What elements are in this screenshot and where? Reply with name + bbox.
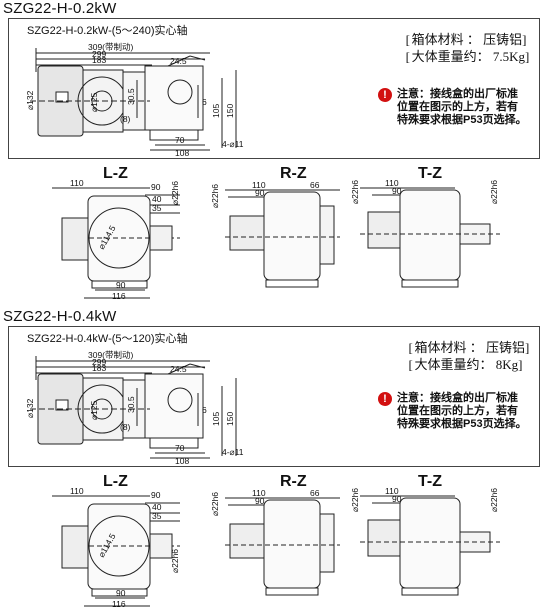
dim-24-5: 24.5 xyxy=(170,364,187,374)
dim-lz-116: 116 xyxy=(112,599,126,609)
section-title: SZG22-H-0.4kW xyxy=(3,308,117,325)
dim-lz-110: 110 xyxy=(70,178,84,188)
dim-6: 6 xyxy=(202,97,207,107)
dim-tz-phi22a: ⌀22h6 xyxy=(350,488,360,512)
dim-lz-90b: 90 xyxy=(116,280,126,290)
dim-phi125: ⌀125 xyxy=(89,92,99,112)
dim-108: 108 xyxy=(175,148,189,158)
side-view-drawing: 309(带制动) 299 183 24.5 ⌀132 ⌀125 30.5 6 1… xyxy=(25,42,500,301)
note-box: ! 注意：接线盒的出厂标准位置在图示的上方，若有特殊要求根据P53页选择。 xyxy=(378,392,527,431)
warning-icon: ! xyxy=(378,88,392,102)
side-view-drawing: 309(带制动) 299 183 24.5 ⌀132 ⌀125 30.5 6 1… xyxy=(25,350,500,609)
dim-8: (8) xyxy=(120,114,131,124)
panel-label: SZG22-H-0.2kW-(5～240)实心轴 xyxy=(27,25,188,37)
dim-tz-90: 90 xyxy=(392,494,402,504)
dim-tz-110: 110 xyxy=(385,178,399,188)
dim-8: (8) xyxy=(120,422,131,432)
dim-tz-phi22a: ⌀22h6 xyxy=(350,180,360,204)
dim-105: 105 xyxy=(211,104,221,118)
dim-24-5: 24.5 xyxy=(170,56,187,66)
dim-30-5: 30.5 xyxy=(126,396,136,413)
dim-108: 108 xyxy=(175,456,189,466)
dim-tz-phi22b: ⌀22h6 xyxy=(489,488,499,512)
dim-lz-110: 110 xyxy=(70,486,84,496)
dim-299: 299 xyxy=(92,357,106,367)
dim-105: 105 xyxy=(211,412,221,426)
panel-label: SZG22-H-0.4kW-(5～120)实心轴 xyxy=(27,333,188,345)
dim-lz-phi22: ⌀22h6 xyxy=(170,549,180,573)
dim-rz-66: 66 xyxy=(310,180,320,190)
dim-rz-phi22: ⌀22h6 xyxy=(210,184,220,208)
section-title: SZG22-H-0.2kW xyxy=(3,0,117,17)
dim-309: 309(带制动) xyxy=(88,42,134,52)
dim-70: 70 xyxy=(175,443,185,453)
dim-tz-90: 90 xyxy=(392,186,402,196)
dim-6: 6 xyxy=(202,405,207,415)
dim-lz-35: 35 xyxy=(152,203,162,213)
dim-rz-phi22: ⌀22h6 xyxy=(210,492,220,516)
dim-183: 183 xyxy=(92,55,106,65)
dim-rz-110: 110 xyxy=(252,180,266,190)
spec-material: 箱体材料 ： 压铸铝 xyxy=(414,340,525,355)
dim-30-5: 30.5 xyxy=(126,88,136,105)
spec-weight: 大体重量约： 8Kg xyxy=(414,357,519,372)
dim-tz-phi22b: ⌀22h6 xyxy=(489,180,499,204)
dim-70: 70 xyxy=(175,135,185,145)
dim-lz-40: 40 xyxy=(152,502,162,512)
dim-lz-40: 40 xyxy=(152,194,162,204)
spec-weight: 大体重量约： 7.5Kg xyxy=(411,49,525,64)
dim-lz-90: 90 xyxy=(151,182,161,192)
dim-tz-110: 110 xyxy=(385,486,399,496)
note-box: ! 注意：接线盒的出厂标准位置在图示的上方，若有特殊要求根据P53页选择。 xyxy=(378,88,527,127)
dim-rz-90: 90 xyxy=(255,188,265,198)
spec-box: [箱体材料 ： 压铸铝] [大体重量约： 7.5Kg] xyxy=(405,32,530,64)
dim-lz-116: 116 xyxy=(112,291,126,301)
dim-rz-66: 66 xyxy=(310,488,320,498)
view-label-rz: R-Z xyxy=(280,165,307,182)
section-0-2kw: SZG22-H-0.2kW SZG22-H-0.2kW-(5～240)实心轴 [… xyxy=(0,0,548,305)
spec-box: [箱体材料 ： 压铸铝] [大体重量约： 8Kg] xyxy=(408,340,530,372)
dim-4-phi11: 4-⌀11 xyxy=(222,139,244,149)
dim-phi132: ⌀132 xyxy=(25,398,35,418)
view-label-tz: T-Z xyxy=(418,165,442,182)
note-text: 注意：接线盒的出厂标准位置在图示的上方，若有特殊要求根据P53页选择。 xyxy=(397,392,527,430)
dim-299: 299 xyxy=(92,49,106,59)
dim-150: 150 xyxy=(225,104,235,118)
view-label-tz: T-Z xyxy=(418,473,442,490)
dim-rz-110: 110 xyxy=(252,488,266,498)
dim-lz-35: 35 xyxy=(152,511,162,521)
dim-phi132: ⌀132 xyxy=(25,90,35,110)
section-0-4kw: SZG22-H-0.4kW SZG22-H-0.4kW-(5～120)实心轴 [… xyxy=(0,308,548,614)
view-label-rz: R-Z xyxy=(280,473,307,490)
dim-183: 183 xyxy=(92,363,106,373)
dim-rz-90: 90 xyxy=(255,496,265,506)
view-label-lz: L-Z xyxy=(103,165,128,182)
dim-lz-90: 90 xyxy=(151,490,161,500)
dim-4-phi11: 4-⌀11 xyxy=(222,447,244,457)
warning-icon: ! xyxy=(378,392,392,406)
dim-150: 150 xyxy=(225,412,235,426)
spec-material: 箱体材料 ： 压铸铝 xyxy=(411,32,523,47)
note-text: 注意：接线盒的出厂标准位置在图示的上方，若有特殊要求根据P53页选择。 xyxy=(397,88,527,126)
dim-lz-90b: 90 xyxy=(116,588,126,598)
view-label-lz: L-Z xyxy=(103,473,128,490)
dim-309: 309(带制动) xyxy=(88,350,134,360)
dim-phi125: ⌀125 xyxy=(89,400,99,420)
dim-lz-phi22: ⌀22h6 xyxy=(170,181,180,205)
